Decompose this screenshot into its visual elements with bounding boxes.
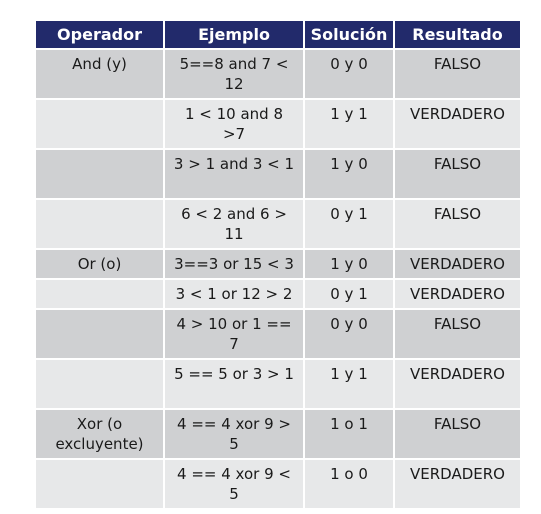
header-solucion: Solución bbox=[304, 21, 395, 50]
cell-ejemplo: 1 < 10 and 8 >7 bbox=[164, 99, 305, 150]
cell-solucion: 0 y 1 bbox=[304, 279, 395, 310]
table-header: Operador Ejemplo Solución Resultado bbox=[36, 21, 520, 50]
cell-resultado: VERDADERO bbox=[394, 279, 520, 310]
cell-operador bbox=[36, 459, 165, 510]
cell-solucion: 1 o 1 bbox=[304, 409, 395, 460]
cell-ejemplo: 4 == 4 xor 9 < 5 bbox=[164, 459, 305, 510]
table-row: Or (o) 3==3 or 15 < 3 1 y 0 VERDADERO bbox=[36, 249, 520, 280]
cell-solucion: 1 y 1 bbox=[304, 99, 395, 150]
cell-operador bbox=[36, 309, 165, 360]
table-row: 6 < 2 and 6 > 11 0 y 1 FALSO bbox=[36, 199, 520, 250]
cell-operador bbox=[36, 359, 165, 410]
cell-operador bbox=[36, 99, 165, 150]
cell-ejemplo: 4 == 4 xor 9 > 5 bbox=[164, 409, 305, 460]
cell-solucion: 0 y 0 bbox=[304, 49, 395, 100]
logical-operators-table: Operador Ejemplo Solución Resultado And … bbox=[36, 21, 520, 510]
header-resultado: Resultado bbox=[394, 21, 520, 50]
cell-operador: And (y) bbox=[36, 49, 165, 100]
table-body: And (y) 5==8 and 7 < 12 0 y 0 FALSO 1 < … bbox=[36, 49, 520, 510]
table-row: 1 < 10 and 8 >7 1 y 1 VERDADERO bbox=[36, 99, 520, 150]
cell-ejemplo: 3==3 or 15 < 3 bbox=[164, 249, 305, 280]
cell-resultado: FALSO bbox=[394, 49, 520, 100]
cell-solucion: 1 y 0 bbox=[304, 249, 395, 280]
cell-solucion: 1 o 0 bbox=[304, 459, 395, 510]
cell-operador: Or (o) bbox=[36, 249, 165, 280]
header-ejemplo: Ejemplo bbox=[164, 21, 305, 50]
table-row: 5 == 5 or 3 > 1 1 y 1 VERDADERO bbox=[36, 359, 520, 410]
table-row: 3 < 1 or 12 > 2 0 y 1 VERDADERO bbox=[36, 279, 520, 310]
table-row: 3 > 1 and 3 < 1 1 y 0 FALSO bbox=[36, 149, 520, 200]
cell-ejemplo: 5 == 5 or 3 > 1 bbox=[164, 359, 305, 410]
cell-resultado: VERDADERO bbox=[394, 459, 520, 510]
cell-operador bbox=[36, 199, 165, 250]
table-row: Xor (o excluyente) 4 == 4 xor 9 > 5 1 o … bbox=[36, 409, 520, 460]
cell-resultado: VERDADERO bbox=[394, 249, 520, 280]
cell-solucion: 1 y 1 bbox=[304, 359, 395, 410]
cell-resultado: FALSO bbox=[394, 309, 520, 360]
table-row: 4 == 4 xor 9 < 5 1 o 0 VERDADERO bbox=[36, 459, 520, 510]
cell-operador bbox=[36, 149, 165, 200]
cell-ejemplo: 6 < 2 and 6 > 11 bbox=[164, 199, 305, 250]
cell-solucion: 0 y 0 bbox=[304, 309, 395, 360]
cell-operador: Xor (o excluyente) bbox=[36, 409, 165, 460]
table-row: And (y) 5==8 and 7 < 12 0 y 0 FALSO bbox=[36, 49, 520, 100]
cell-ejemplo: 4 > 10 or 1 == 7 bbox=[164, 309, 305, 360]
cell-ejemplo: 5==8 and 7 < 12 bbox=[164, 49, 305, 100]
cell-resultado: FALSO bbox=[394, 409, 520, 460]
header-row: Operador Ejemplo Solución Resultado bbox=[36, 21, 520, 50]
cell-solucion: 1 y 0 bbox=[304, 149, 395, 200]
cell-resultado: VERDADERO bbox=[394, 359, 520, 410]
cell-resultado: VERDADERO bbox=[394, 99, 520, 150]
cell-resultado: FALSO bbox=[394, 199, 520, 250]
cell-ejemplo: 3 > 1 and 3 < 1 bbox=[164, 149, 305, 200]
table-row: 4 > 10 or 1 == 7 0 y 0 FALSO bbox=[36, 309, 520, 360]
header-operador: Operador bbox=[36, 21, 165, 50]
cell-ejemplo: 3 < 1 or 12 > 2 bbox=[164, 279, 305, 310]
cell-solucion: 0 y 1 bbox=[304, 199, 395, 250]
cell-operador bbox=[36, 279, 165, 310]
cell-resultado: FALSO bbox=[394, 149, 520, 200]
